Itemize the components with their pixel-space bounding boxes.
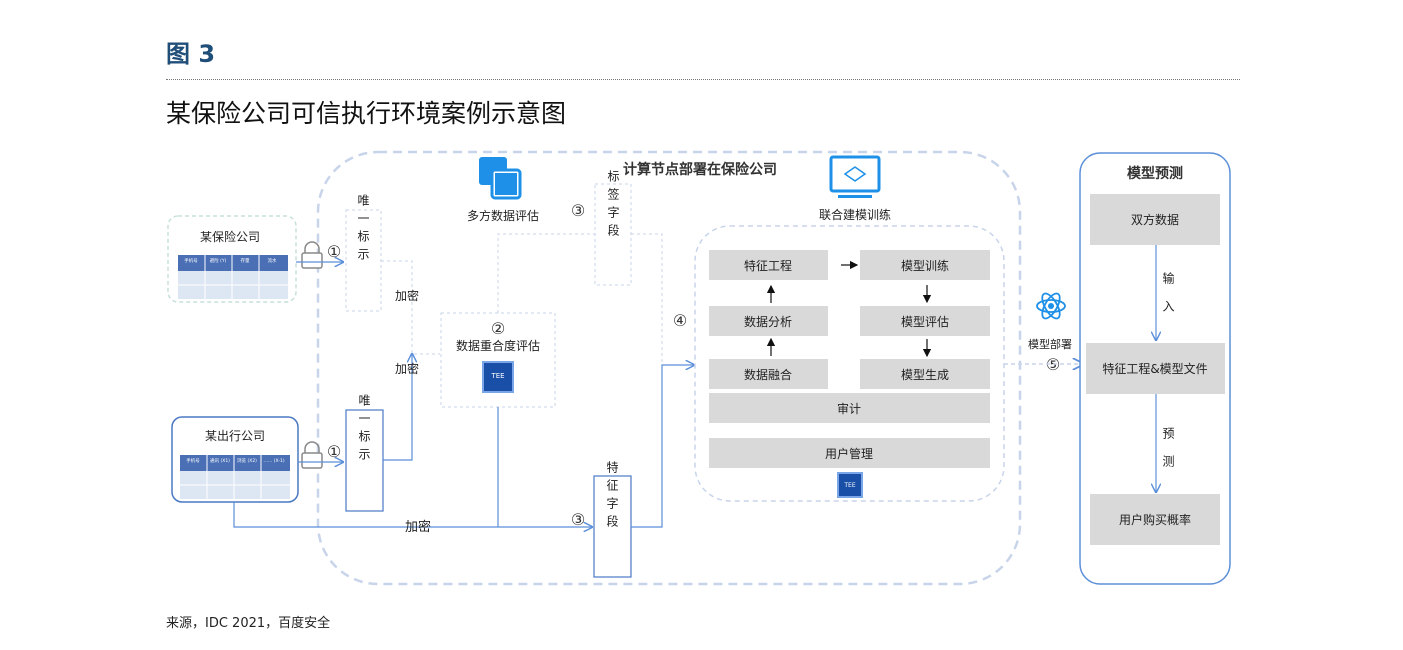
feature-eng-box xyxy=(709,250,828,280)
audit-label: 审计 xyxy=(837,401,861,416)
model-deploy-label: 模型部署 xyxy=(1028,337,1072,351)
model-gen-box xyxy=(860,359,990,389)
unique-id-bottom: 唯一标示 xyxy=(357,394,371,466)
step-one-bottom: ① xyxy=(327,442,341,461)
insurer-col-y: 避险 (Y) xyxy=(210,257,227,264)
model-train-label: 模型训练 xyxy=(901,258,949,273)
compute-node-title: 计算节点部署在保险公司 xyxy=(623,161,777,178)
model-eval-box xyxy=(860,306,990,336)
data-analysis-label: 数据分析 xyxy=(744,314,792,329)
label-field-box xyxy=(594,183,632,286)
model-train-box xyxy=(860,250,990,280)
feature-eng-label: 特征工程 xyxy=(744,258,792,273)
encrypt-label-bottom: 加密 xyxy=(405,519,431,535)
predict-label: 预测 xyxy=(1161,427,1175,483)
prediction-title: 模型预测 xyxy=(1127,165,1183,182)
insurer-name: 某保险公司 xyxy=(200,229,260,244)
mobility-col-x2: 浏览 (X2) xyxy=(237,457,257,464)
feature-field-text: 特征字段 xyxy=(605,460,619,533)
insurer-col-flow: 流水 xyxy=(268,257,277,264)
encrypt-label-top: 加密 xyxy=(395,288,419,303)
probability-label: 用户购买概率 xyxy=(1119,512,1191,527)
mobility-name: 某出行公司 xyxy=(205,429,265,443)
figure-number: 图 3 xyxy=(166,40,216,68)
step-four: ④ xyxy=(673,311,687,330)
data-fusion-label: 数据融合 xyxy=(744,367,792,382)
user-mgmt-box xyxy=(709,438,990,468)
connector xyxy=(497,233,595,313)
files-label: 特征工程&模型文件 xyxy=(1102,361,1207,376)
data-fusion-box xyxy=(709,359,828,389)
unique-id-box-bottom xyxy=(345,409,384,512)
connector xyxy=(631,233,695,366)
figure-title: 某保险公司可信执行环境案例示意图 xyxy=(166,99,567,128)
chip-icon: TEE xyxy=(837,472,863,498)
input-label: 输入 xyxy=(1161,271,1175,328)
federated-training-label: 联合建模训练 xyxy=(819,207,891,222)
mobility-table: 手机号 通讯 (X1) 浏览 (X2) …… (X-1) xyxy=(180,455,290,499)
tee-chip-label-small: TEE xyxy=(843,482,855,489)
mobility-col-phone: 手机号 xyxy=(186,457,200,464)
step-two: ② xyxy=(491,319,505,338)
step-one-top: ① xyxy=(327,242,341,261)
atom-icon xyxy=(1036,292,1066,320)
data-analysis-box xyxy=(709,306,828,336)
unique-id-box-top xyxy=(345,209,382,312)
monitor-icon xyxy=(829,155,881,198)
probability-box xyxy=(1090,494,1220,545)
unique-id-top: 唯一标示 xyxy=(356,194,370,266)
figure-source: 来源，IDC 2021，百度安全 xyxy=(166,616,331,631)
step-three-bottom: ③ xyxy=(571,510,585,529)
label-field-text: 标签字段 xyxy=(606,170,620,242)
both-data-box xyxy=(1090,194,1220,245)
model-gen-label: 模型生成 xyxy=(901,368,949,382)
encrypt-label-mid: 加密 xyxy=(395,361,419,376)
insurer-col-stock: 存量 xyxy=(241,257,250,264)
user-mgmt-label: 用户管理 xyxy=(825,446,873,461)
connector xyxy=(383,354,412,461)
insurer-col-phone: 手机号 xyxy=(184,257,198,264)
overlap-eval-label: 数据重合度评估 xyxy=(456,338,540,353)
connector xyxy=(233,502,592,527)
chip-icon: TEE xyxy=(482,361,514,393)
insurer-table: 手机号 避险 (Y) 存量 流水 xyxy=(178,255,288,299)
mobility-col-x1: 通讯 (X1) xyxy=(210,457,230,464)
step-three-top: ③ xyxy=(571,201,585,220)
tee-chip-label: TEE xyxy=(490,372,504,380)
connector xyxy=(631,365,694,528)
lock-icon xyxy=(301,241,323,269)
connector xyxy=(381,260,440,355)
audit-box xyxy=(709,393,990,423)
multi-party-eval-label: 多方数据评估 xyxy=(467,208,539,223)
mobility-col-xn: …… (X-1) xyxy=(263,458,285,464)
files-box xyxy=(1086,343,1225,394)
compute-node-container xyxy=(316,150,1022,586)
both-data-label: 双方数据 xyxy=(1131,212,1179,227)
divider xyxy=(166,79,1240,80)
lock-icon xyxy=(301,441,323,469)
windows-icon xyxy=(479,157,522,200)
model-eval-label: 模型评估 xyxy=(901,315,949,329)
